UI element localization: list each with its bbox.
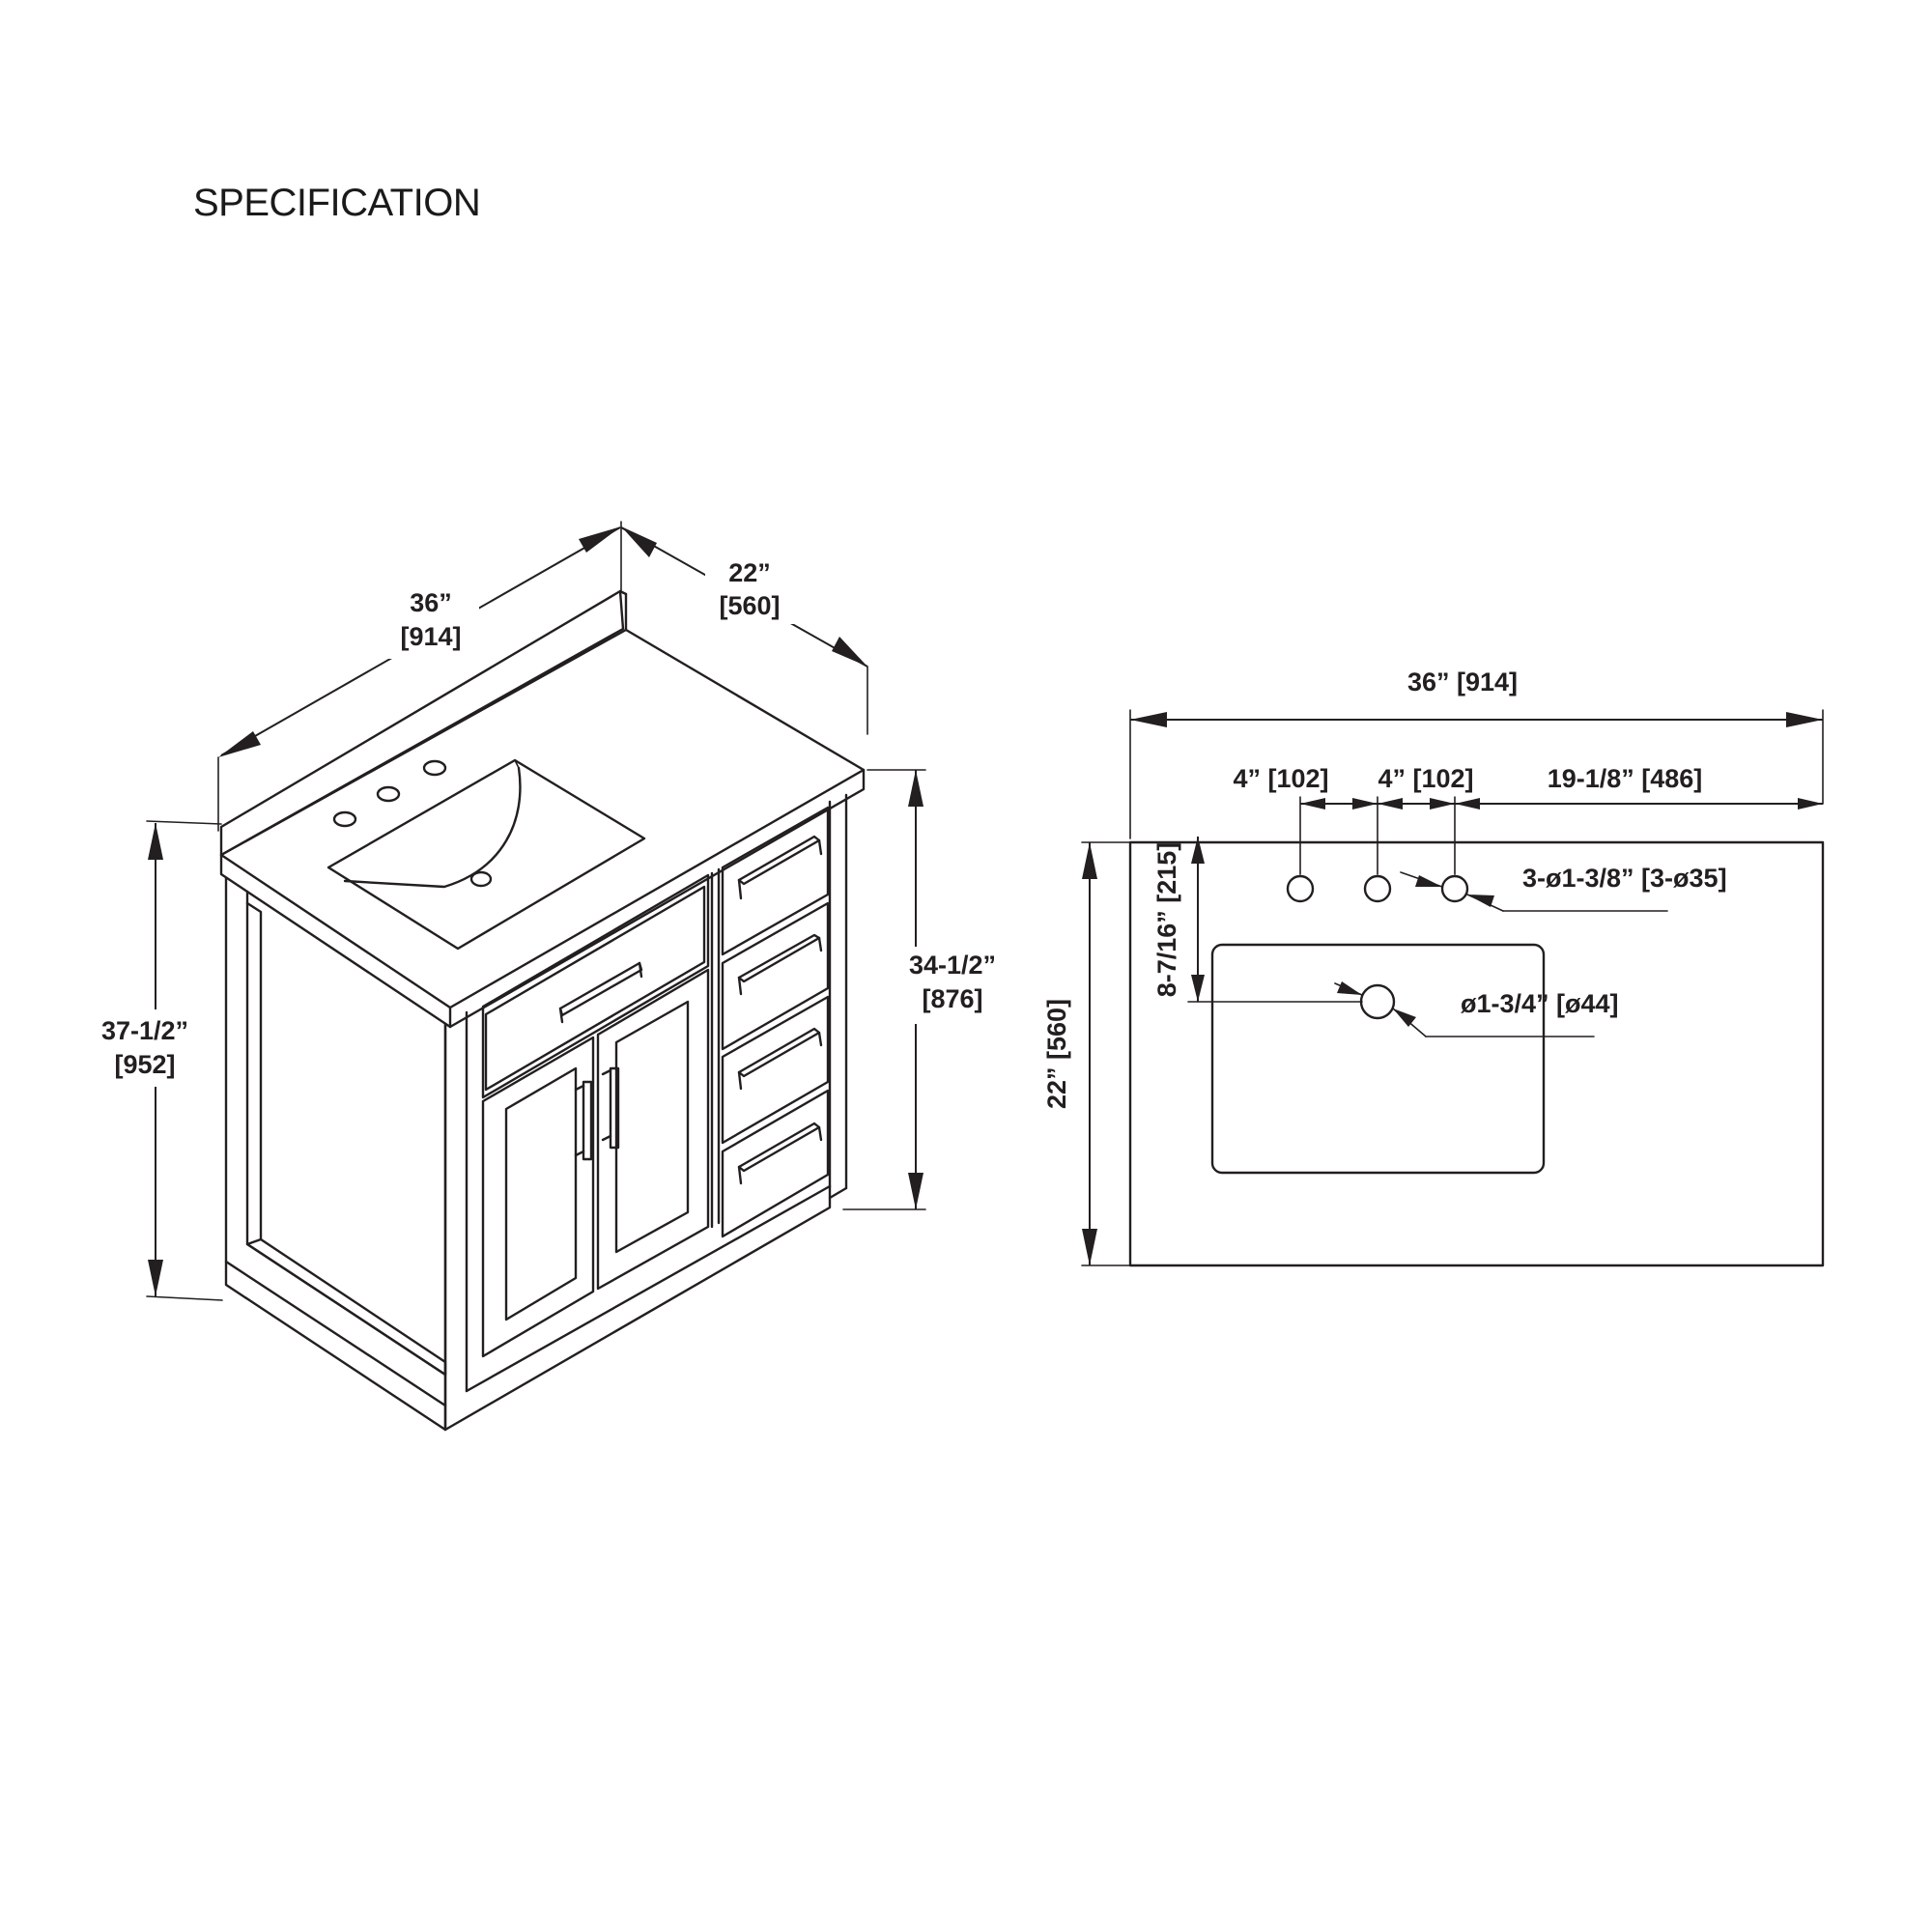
overall-height-imperial-label: 37-1/2” <box>101 1016 188 1045</box>
depth-dimension-iso: 22” [560] <box>620 526 868 735</box>
top-depth-label: 22” [560] <box>1042 999 1071 1109</box>
right-door <box>596 968 710 1291</box>
center-drawer-handle <box>558 961 643 1024</box>
counter-height-metric-label: [876] <box>922 984 982 1013</box>
top-width-label: 36” [914] <box>1407 668 1518 696</box>
overall-height-metric-label: [952] <box>114 1050 175 1079</box>
right-door-handle <box>601 1066 620 1150</box>
left-door <box>481 1036 595 1358</box>
center-drawer <box>481 873 710 1099</box>
top-depth-dimension: 22” [560] <box>1042 841 1131 1266</box>
top-width-dimension: 36” [914] <box>1129 668 1824 839</box>
right-drawer-stack <box>710 806 830 1238</box>
faucet-holes <box>332 759 447 828</box>
drawer-3 <box>721 995 830 1145</box>
hole-spacing-2-label: 4” [102] <box>1378 764 1473 793</box>
page-title: SPECIFICATION <box>193 182 481 224</box>
drain-hole-callout: ø1-3/4” [ø44] <box>1334 981 1619 1037</box>
hole-to-drain-dimension: 8-7/16” [215] <box>1152 837 1363 1003</box>
cabinet-side-panel <box>224 876 447 1432</box>
counter-height-imperial-label: 34-1/2” <box>909 951 996 980</box>
depth-metric-label: [560] <box>719 591 780 620</box>
drawer-4 <box>721 1089 830 1238</box>
right-offset-label: 19-1/8” [486] <box>1548 764 1703 793</box>
sink-basin <box>327 758 646 951</box>
depth-imperial-label: 22” <box>728 558 771 587</box>
drawer-1 <box>721 806 830 956</box>
faucet-hole-size-label: 3-ø1-3/8” [3-ø35] <box>1522 864 1727 893</box>
cabinet-front-frame <box>443 793 848 1432</box>
hole-to-drain-label: 8-7/16” [215] <box>1152 842 1181 998</box>
width-metric-label: [914] <box>400 622 461 651</box>
countertop-top-view: 36” [914] 4” [102] 4” [102] 19-1/8” [486… <box>1042 668 1825 1267</box>
hole-spacing-dimensions: 4” [102] 4” [102] 19-1/8” [486] <box>1233 764 1823 875</box>
vanity-isometric-view: 36” [914] 22” [560] 37-1/2” [952] <box>93 521 1003 1432</box>
drawer-2 <box>721 901 830 1051</box>
left-door-handle <box>574 1080 593 1161</box>
countertop-outline <box>1128 840 1825 1267</box>
width-dimension-iso: 36” [914] <box>217 521 622 832</box>
overall-height-dimension: 37-1/2” [952] <box>93 820 223 1301</box>
top-view-drain-hole <box>1359 983 1396 1020</box>
drain-hole-size-label: ø1-3/4” [ø44] <box>1461 989 1619 1018</box>
countertop <box>219 628 866 1029</box>
hole-spacing-1-label: 4” [102] <box>1233 764 1328 793</box>
faucet-hole-callout: 3-ø1-3/8” [3-ø35] <box>1400 864 1727 912</box>
width-imperial-label: 36” <box>410 588 452 617</box>
top-view-faucet-holes <box>1286 874 1469 903</box>
counter-height-dimension: 34-1/2” [876] <box>842 769 1003 1210</box>
drain-hole <box>469 870 493 888</box>
sink-bowl-outline <box>1210 943 1546 1175</box>
